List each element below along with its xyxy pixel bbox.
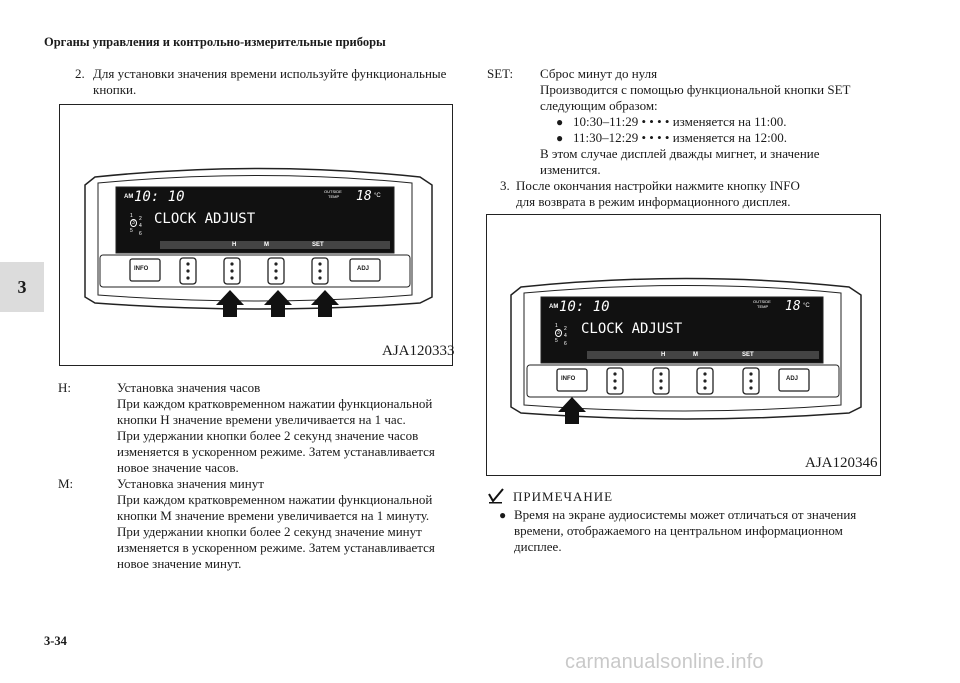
- outside-temp: 18: [356, 189, 372, 204]
- adj-button: ADJ: [786, 376, 799, 382]
- m-line-6: новое значение минут.: [117, 556, 242, 571]
- preset-4: 4: [139, 223, 142, 229]
- am-indicator: AM: [549, 304, 559, 310]
- audio-unit-illustration: [510, 277, 862, 424]
- am-indicator: AM: [124, 194, 134, 200]
- temp-label: TEMP: [328, 194, 340, 199]
- step3-line-1: После окончания настройки нажмите кнопку…: [516, 178, 800, 193]
- page-number: 3-34: [44, 634, 67, 648]
- info-button: INFO: [134, 266, 149, 272]
- section-title: Органы управления и контрольно-измерител…: [44, 35, 386, 49]
- set-line-1: Сброс минут до нуля: [540, 66, 658, 81]
- temp-label: TEMP: [757, 304, 769, 309]
- h-line-5: изменяется в ускоренном режиме. Затем ус…: [117, 444, 435, 459]
- preset-4: 4: [564, 333, 567, 339]
- set-line-5: изменится.: [540, 162, 601, 177]
- preset-6: 6: [139, 231, 142, 237]
- audio-unit-illustration: [84, 167, 433, 317]
- clock-adjust-message: CLOCK ADJUST: [154, 211, 256, 227]
- set-bullet-2: 11:30‒12:29 • • • • изменяется на 12:00.: [573, 130, 787, 145]
- temp-unit: °C: [374, 193, 381, 199]
- set-bullet-1: 10:30‒11:29 • • • • изменяется на 11:00.: [573, 114, 787, 129]
- h-line-2: При каждом кратковременном нажатии функц…: [117, 396, 433, 411]
- step3-line-2: для возврата в режим информационного дис…: [516, 194, 791, 209]
- clock-time: 10: 10: [559, 299, 610, 315]
- adj-button: ADJ: [357, 266, 370, 272]
- figure-label: AJA120333: [382, 343, 455, 359]
- h-line-6: новое значение часов.: [117, 460, 239, 475]
- preset-3: 3: [555, 329, 562, 337]
- preset-6: 6: [564, 341, 567, 347]
- figure-clock-adjust-1: AM 10: 10 OUTSIDE TEMP 18 °C 1 2 3 4 5 6…: [59, 104, 455, 366]
- m-line-5: изменяется в ускоренном режиме. Затем ус…: [117, 540, 435, 555]
- clock-adjust-message: CLOCK ADJUST: [581, 321, 683, 337]
- m-key: M:: [58, 476, 74, 491]
- note-line-1: Время на экране аудиосистемы может отлич…: [514, 507, 857, 522]
- bullet-icon: ●: [499, 508, 507, 522]
- figure-clock-adjust-2: AM 10: 10 OUTSIDE TEMP 18 °C 1 2 3 4 5 6…: [486, 214, 881, 476]
- softkey-h-label: H: [661, 352, 666, 358]
- m-line-4: При удержании кнопки более 2 секунд знач…: [117, 524, 422, 539]
- set-line-2: Производится с помощью функциональной кн…: [540, 82, 851, 97]
- note-line-3: дисплее.: [514, 539, 562, 554]
- outside-label: OUTSIDE: [753, 299, 771, 304]
- info-button: INFO: [561, 376, 576, 382]
- outside-temp: 18: [785, 299, 801, 314]
- preset-5: 5: [555, 338, 558, 344]
- h-key: H:: [58, 380, 71, 395]
- step3-number: 3.: [500, 178, 510, 193]
- preset-1: 1: [555, 323, 558, 329]
- h-line-1: Установка значения часов: [117, 380, 261, 395]
- set-key: SET:: [487, 66, 514, 81]
- m-line-2: При каждом кратковременном нажатии функц…: [117, 492, 433, 507]
- clock-time: 10: 10: [134, 189, 185, 205]
- softkey-set-label: SET: [742, 352, 754, 358]
- set-line-4: В этом случае дисплей дважды мигнет, и з…: [540, 146, 820, 161]
- softkey-m-label: M: [693, 352, 698, 358]
- m-line-3: кнопки M значение времени увеличивается …: [117, 508, 430, 523]
- outside-label: OUTSIDE: [324, 189, 342, 194]
- temp-unit: °C: [803, 303, 810, 309]
- note-check-icon: [488, 488, 504, 504]
- preset-5: 5: [130, 228, 133, 234]
- step2-number: 2.: [75, 66, 85, 81]
- set-line-3: следующим образом:: [540, 98, 658, 113]
- figure-label: AJA120346: [805, 455, 878, 471]
- preset-1: 1: [130, 213, 133, 219]
- note-title: ПРИМЕЧАНИЕ: [513, 489, 614, 504]
- softkey-set-label: SET: [312, 242, 324, 248]
- bullet-icon: ●: [556, 131, 564, 145]
- step2-line-2: кнопки.: [93, 82, 137, 97]
- h-line-4: При удержании кнопки более 2 секунд знач…: [117, 428, 419, 443]
- softkey-m-label: M: [264, 242, 269, 248]
- chapter-tab: 3: [0, 262, 44, 312]
- watermark-url: carmanualsonline.info: [565, 651, 764, 673]
- preset-2: 2: [139, 216, 142, 222]
- note-line-2: времени, отображаемого на центральном ин…: [514, 523, 843, 538]
- bullet-icon: ●: [556, 115, 564, 129]
- preset-2: 2: [564, 326, 567, 332]
- h-line-3: кнопки H значение времени увеличивается …: [117, 412, 406, 427]
- step2-line-1: Для установки значения времени используй…: [93, 66, 447, 81]
- preset-3: 3: [130, 219, 137, 227]
- softkey-h-label: H: [232, 242, 237, 248]
- m-line-1: Установка значения минут: [117, 476, 264, 491]
